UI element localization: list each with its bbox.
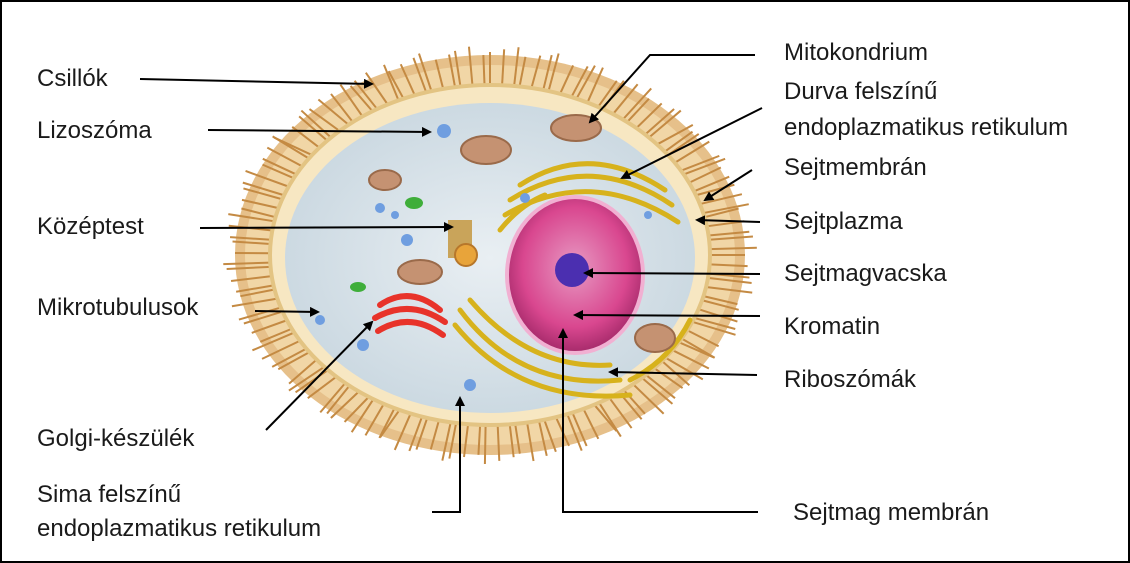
label-sejtplazma: Sejtplazma	[784, 205, 903, 239]
label-sejtmag-membran: Sejtmag membrán	[793, 496, 989, 530]
nucleolus	[555, 253, 589, 287]
label-lizoszoma: Lizoszóma	[37, 114, 152, 148]
green-vesicle	[350, 282, 366, 292]
green-vesicle	[405, 197, 423, 209]
label-sima-er-1: Sima felszínű	[37, 478, 181, 512]
label-sejtmembran: Sejtmembrán	[784, 151, 927, 185]
label-kromatin: Kromatin	[784, 310, 880, 344]
cilium-hair	[710, 248, 757, 249]
label-durva-er-2: endoplazmatikus retikulum	[784, 111, 1068, 145]
cilium-hair	[485, 425, 486, 464]
label-csillok: Csillók	[37, 62, 108, 96]
label-golgi: Golgi-készülék	[37, 422, 194, 456]
label-sejtmagvacska: Sejtmagvacska	[784, 257, 947, 291]
label-durva-er-1: Durva felszínű	[784, 75, 937, 109]
label-kozeptest: Középtest	[37, 210, 144, 244]
label-mitokondrium: Mitokondrium	[784, 36, 928, 70]
label-sima-er-2: endoplazmatikus retikulum	[37, 512, 321, 546]
cilium-hair	[483, 55, 484, 85]
label-mikrotubulusok: Mikrotubulusok	[37, 291, 198, 325]
label-riboszomak: Riboszómák	[784, 363, 916, 397]
